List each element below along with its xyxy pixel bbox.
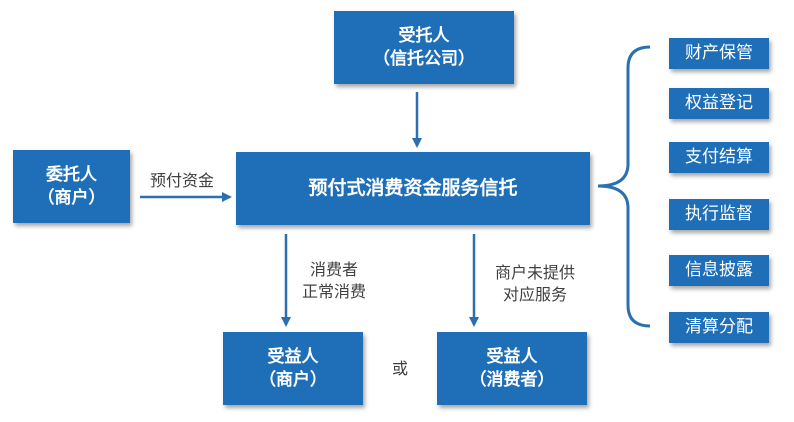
beneficiary-merchant-title: 受益人 [267, 346, 319, 367]
function-label-supervision: 执行监督 [685, 204, 753, 225]
normal-consumption-line2: 正常消费 [301, 281, 366, 301]
function-box-settlement: 清算分配 [669, 312, 769, 343]
function-box-custody: 财产保管 [669, 38, 769, 69]
service-trust-title: 预付式消费资金服务信托 [308, 176, 518, 199]
function-label-custody: 财产保管 [685, 43, 753, 64]
function-box-supervision: 执行监督 [669, 199, 769, 230]
no-service-line2: 对应服务 [502, 284, 567, 304]
settlor-title: 委托人 [46, 164, 97, 185]
function-label-disclosure: 信息披露 [685, 260, 753, 281]
function-label-registration: 权益登记 [685, 93, 753, 114]
service-trust-box: 预付式消费资金服务信托 [236, 152, 590, 225]
function-box-disclosure: 信息披露 [669, 255, 769, 286]
beneficiary-merchant-box: 受益人 （商户） [223, 332, 363, 405]
or-label: 或 [391, 359, 408, 378]
function-label-settlement: 清算分配 [685, 317, 753, 338]
function-box-registration: 权益登记 [669, 88, 769, 119]
beneficiary-merchant-subtitle: （商户） [259, 369, 327, 390]
beneficiary-consumer-box: 受益人 （消费者） [437, 332, 587, 405]
beneficiary-consumer-subtitle: （消费者） [469, 369, 555, 390]
function-brace [597, 45, 651, 328]
settlor-box: 委托人 （商户） [13, 150, 130, 223]
normal-consumption-line1: 消费者 [309, 260, 358, 279]
prepaid-funds-label: 预付资金 [149, 171, 214, 190]
normal-consumption-label: 消费者 正常消费 [292, 259, 376, 302]
function-label-payment: 支付结算 [685, 147, 753, 168]
trustee-title: 受托人 [398, 25, 450, 46]
trustee-subtitle: （信托公司） [373, 48, 475, 69]
beneficiary-consumer-title: 受益人 [486, 346, 538, 367]
settlor-subtitle: （商户） [37, 187, 106, 208]
trustee-box: 受托人 （信托公司） [334, 11, 514, 84]
function-box-payment: 支付结算 [669, 142, 769, 173]
no-service-line1: 商户未提供 [494, 263, 575, 282]
no-service-label: 商户未提供 对应服务 [480, 262, 590, 305]
